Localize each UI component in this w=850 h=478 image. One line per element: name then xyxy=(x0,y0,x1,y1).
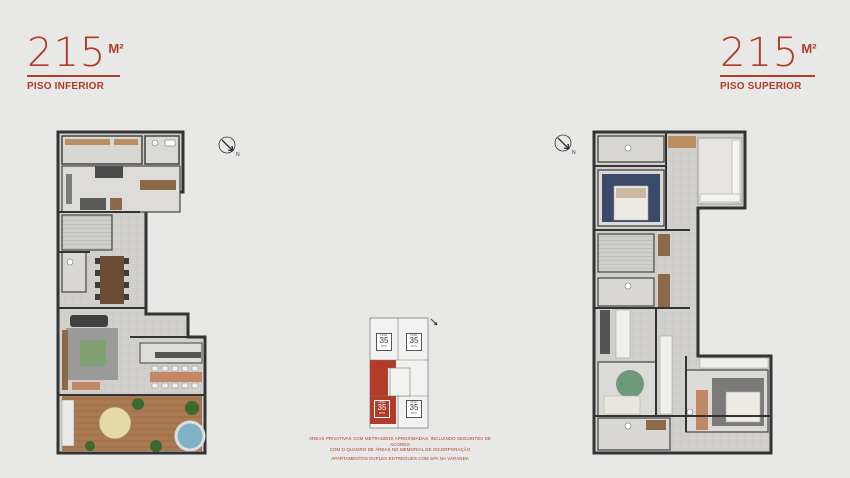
floor-label: PISO SUPERIOR xyxy=(720,81,802,92)
key-unit-label: FINAL 35 TIPO xyxy=(406,333,422,351)
staircase xyxy=(61,214,113,251)
staircase-upper xyxy=(597,233,655,273)
north-arrow-icon xyxy=(430,318,438,326)
area-unit: M² xyxy=(801,41,817,56)
key-unit-label: FINAL 35 TIPO xyxy=(376,333,392,351)
title-underline xyxy=(720,75,815,77)
powder-room xyxy=(61,251,87,293)
note-line: COM O QUADRO DE ÁREAS NO MEMORIAL DE INC… xyxy=(329,447,471,452)
key-unit-label: FINAL 35 TIPO xyxy=(406,400,422,418)
floor-label: PISO INFERIOR xyxy=(27,81,105,92)
title-underline xyxy=(27,75,120,77)
floor-plan-upper xyxy=(592,130,773,455)
disclaimer-notes: ÁREAS PRIVATIVAS COM METRAGENS APROXIMAD… xyxy=(300,436,500,461)
area-unit: M² xyxy=(108,41,124,56)
svg-text:N: N xyxy=(236,152,240,158)
note-line: ÁREAS PRIVATIVAS COM METRAGENS APROXIMAD… xyxy=(309,436,491,447)
area-value: 215 xyxy=(720,30,800,76)
round-rug xyxy=(616,370,644,398)
north-arrow-icon: N xyxy=(218,136,240,158)
service-bathroom xyxy=(144,135,180,165)
area-value: 215 xyxy=(27,30,107,76)
spa-pool xyxy=(174,420,206,452)
note-line: APARTAMENTOS DUPLEX ENTREGUES COM SPA NA… xyxy=(331,455,469,461)
bathroom-2 xyxy=(597,277,655,307)
key-unit-label-selected: FINAL 35 TIPO xyxy=(374,400,390,418)
north-arrow-icon: N xyxy=(554,134,576,156)
floor-plan-lower xyxy=(56,130,207,455)
svg-text:N: N xyxy=(572,150,576,156)
round-table xyxy=(98,406,132,440)
sofa xyxy=(70,315,108,327)
gourmet-table xyxy=(150,372,202,382)
